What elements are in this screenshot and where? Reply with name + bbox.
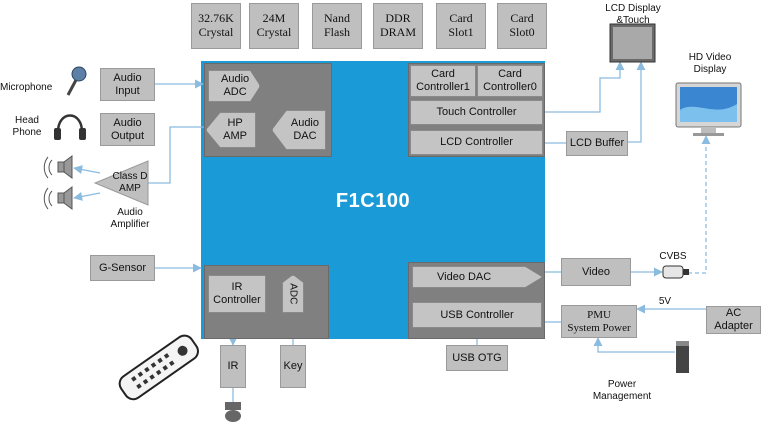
adc-box: ADC bbox=[282, 275, 304, 313]
speaker1-arrow bbox=[73, 165, 101, 175]
power-management-label: Power Management bbox=[592, 379, 652, 402]
class-d-amp-label: Class D AMP bbox=[112, 171, 148, 194]
usb-otg-box: USB OTG bbox=[446, 345, 508, 371]
ir-box: IR bbox=[220, 345, 246, 388]
headphone-icon bbox=[54, 114, 86, 140]
lcd-display-icon bbox=[609, 23, 656, 63]
speaker2-arrow bbox=[73, 191, 101, 201]
ac-adapter-box: AC Adapter bbox=[706, 306, 761, 334]
lcd-display-label: LCD Display &Touch bbox=[605, 3, 661, 26]
speaker-icon-bottom bbox=[43, 186, 73, 210]
battery-to-pmu-line bbox=[593, 337, 675, 353]
hp-amp-to-classd-line bbox=[148, 126, 204, 184]
card-controller1-box: Card Controller1 bbox=[410, 65, 476, 97]
hd-video-label: HD Video Display bbox=[688, 52, 732, 75]
audio-output-box: Audio Output bbox=[100, 113, 155, 146]
cvbs-to-hd-display-line bbox=[688, 135, 711, 274]
crystal-24m-box: 24M Crystal bbox=[249, 3, 299, 49]
lcd-buffer-to-display-line bbox=[628, 61, 646, 143]
crystal-32k-box: 32.76K Crystal bbox=[191, 3, 241, 49]
usb-controller-box: USB Controller bbox=[412, 302, 542, 328]
g-sensor-box: G-Sensor bbox=[90, 255, 155, 281]
card-slot0-box: Card Slot0 bbox=[497, 3, 547, 49]
card-controller0-box: Card Controller0 bbox=[477, 65, 543, 97]
battery-icon bbox=[676, 341, 689, 373]
adc-label: ADC bbox=[287, 283, 299, 305]
remote-control-icon bbox=[118, 334, 199, 401]
key-box: Key bbox=[280, 345, 306, 388]
lcd-controller-box: LCD Controller bbox=[410, 130, 543, 155]
touch-controller-box: Touch Controller bbox=[410, 100, 543, 125]
nand-flash-box: Nand Flash bbox=[312, 3, 362, 49]
pmu-box: PMU System Power bbox=[561, 305, 637, 338]
audio-adc-box: Audio ADC bbox=[208, 70, 260, 102]
lcd-buffer-box: LCD Buffer bbox=[566, 131, 628, 156]
speaker-icon-top bbox=[43, 155, 73, 179]
touch-to-lcd-display-line bbox=[545, 61, 625, 113]
hd-monitor-icon bbox=[675, 82, 742, 136]
headphone-label: Head Phone bbox=[12, 115, 42, 138]
microphone-label: Microphone bbox=[0, 82, 53, 93]
class-d-amp-shape bbox=[93, 160, 149, 206]
video-box: Video bbox=[561, 258, 631, 286]
voltage-label: 5V bbox=[658, 296, 672, 307]
audio-input-box: Audio Input bbox=[100, 68, 155, 101]
microphone-icon bbox=[66, 66, 87, 96]
card-slot1-box: Card Slot1 bbox=[436, 3, 486, 49]
video-dac-box: Video DAC bbox=[412, 266, 542, 288]
cvbs-label: CVBS bbox=[659, 251, 687, 262]
audio-amplifier-label: Audio Amplifier bbox=[110, 207, 150, 230]
chip-title: F1C100 bbox=[335, 190, 411, 212]
ir-controller-box: IR Controller bbox=[208, 275, 266, 313]
cvbs-plug-icon bbox=[662, 265, 689, 279]
ddr-dram-box: DDR DRAM bbox=[373, 3, 423, 49]
ir-receiver-icon bbox=[225, 402, 241, 422]
